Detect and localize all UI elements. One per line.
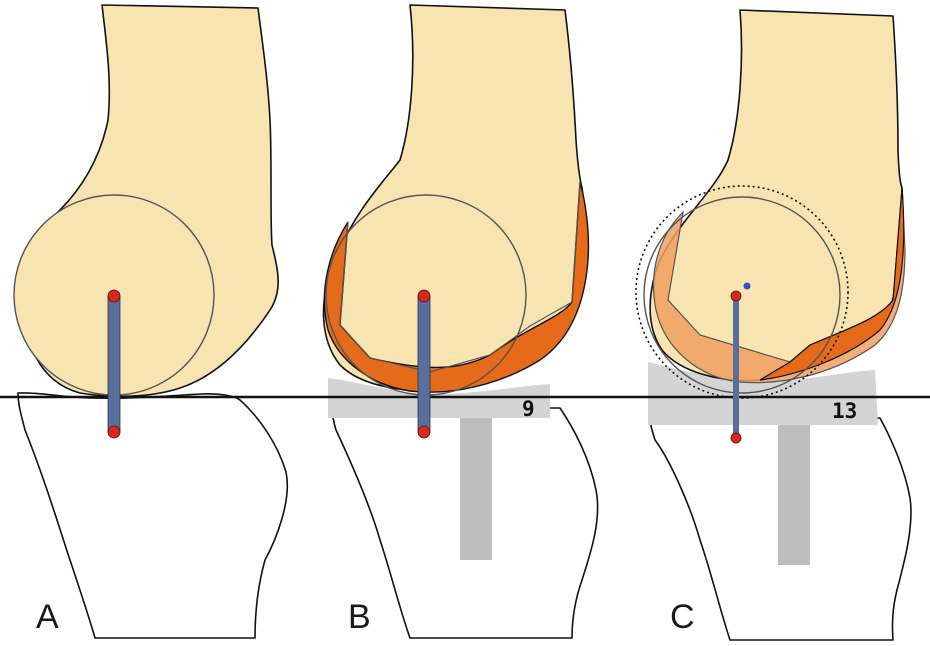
panel-label-a: A — [36, 598, 59, 636]
tibia-c — [649, 417, 912, 641]
red-dot-icon — [730, 290, 742, 302]
rod-b — [417, 289, 431, 439]
panel-label-c: C — [670, 598, 695, 636]
blue-dot-icon — [743, 282, 751, 290]
condyle-circle-c — [643, 196, 841, 394]
panel-label-b: B — [348, 598, 371, 636]
insert-thickness-b: 9 — [522, 397, 535, 421]
red-dot-icon — [417, 425, 431, 439]
tibia-b — [331, 407, 599, 639]
red-dot-icon — [730, 432, 742, 444]
red-dot-icon — [107, 289, 121, 303]
panel-a — [13, 4, 288, 639]
red-dot-icon — [417, 289, 431, 303]
bone-cut-b — [339, 181, 581, 373]
red-dot-icon — [107, 425, 121, 439]
panel-c — [635, 9, 912, 641]
panel-b — [322, 4, 599, 639]
tibial-stem-b — [460, 418, 492, 560]
insert-thickness-c: 13 — [832, 399, 857, 423]
rod-c — [730, 282, 751, 444]
tibial-stem-c — [778, 425, 810, 565]
tibial-insert-c — [648, 362, 878, 425]
rod-a — [107, 289, 121, 439]
femoral-rim-c — [759, 187, 905, 381]
